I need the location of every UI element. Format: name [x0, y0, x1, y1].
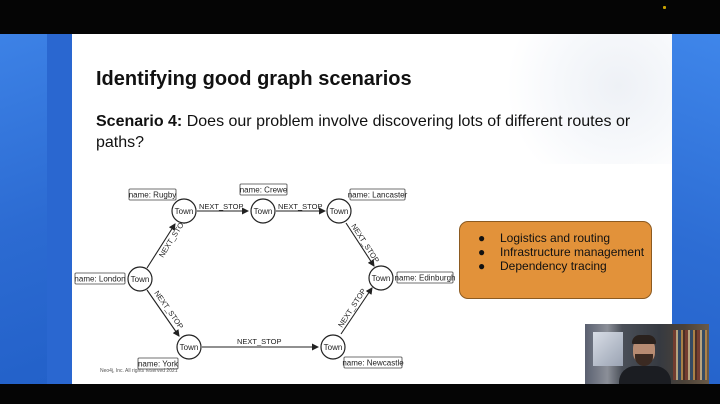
edge-label-crewe-lancaster: NEXT_STOP — [278, 202, 322, 211]
property-label-london: name: London — [74, 273, 125, 284]
edge-label-lancaster-edinburgh: NEXT_STOP — [349, 222, 381, 264]
bullet-icon: ● — [478, 231, 485, 245]
node-rugby: Town — [172, 199, 196, 223]
bottom-black-bar — [0, 384, 720, 404]
presenter-webcam — [585, 324, 709, 384]
node-york: Town — [177, 335, 201, 359]
bullet-icon: ● — [478, 245, 485, 259]
edge-label-newcastle-edinburgh: NEXT_STOP — [336, 287, 368, 329]
node-crewe: Town — [251, 199, 275, 223]
svg-text:name: Newcastle: name: Newcastle — [342, 359, 404, 368]
use-case-callout-box: ●Logistics and routing ●Infrastructure m… — [459, 221, 652, 299]
list-item: ●Infrastructure management — [500, 245, 651, 259]
svg-text:name: Edinburgh: name: Edinburgh — [395, 274, 456, 283]
svg-text:Town: Town — [131, 275, 150, 284]
copyright-caption: Neo4j, Inc. All rights reserved 2021 — [100, 368, 178, 374]
top-black-bar — [0, 0, 720, 34]
use-case-list: ●Logistics and routing ●Infrastructure m… — [460, 222, 651, 273]
property-label-rugby: name: Rugby — [129, 189, 177, 200]
svg-text:name: Lancaster: name: Lancaster — [348, 191, 408, 200]
left-background-panel — [0, 34, 47, 384]
node-lancaster: Town — [327, 199, 351, 223]
svg-text:name: Rugby: name: Rugby — [129, 191, 177, 200]
bullet-icon: ● — [478, 259, 485, 273]
window-indicator-dot — [663, 6, 666, 9]
edge-label-york-newcastle: NEXT_STOP — [237, 337, 281, 346]
svg-text:Town: Town — [324, 343, 343, 352]
property-label-newcastle: name: Newcastle — [342, 357, 404, 368]
edge-label-london-york: NEXT_STOP — [152, 289, 185, 331]
node-edinburgh: Town — [369, 266, 393, 290]
node-newcastle: Town — [321, 335, 345, 359]
svg-text:Town: Town — [330, 207, 349, 216]
svg-text:name: London: name: London — [74, 275, 125, 284]
svg-text:Town: Town — [254, 207, 273, 216]
list-item: ●Logistics and routing — [500, 231, 651, 245]
property-label-edinburgh: name: Edinburgh — [395, 272, 456, 283]
node-london: Town — [128, 267, 152, 291]
property-label-lancaster: name: Lancaster — [348, 189, 408, 200]
svg-text:name: Crewe: name: Crewe — [240, 186, 288, 195]
property-label-crewe: name: Crewe — [240, 184, 288, 195]
route-graph-diagram: NEXT_STOP NEXT_STOP NEXT_STOP NEXT_STOP … — [47, 34, 672, 384]
svg-text:Town: Town — [175, 207, 194, 216]
svg-text:Town: Town — [180, 343, 199, 352]
svg-text:Town: Town — [372, 274, 391, 283]
list-item: ●Dependency tracing — [500, 259, 651, 273]
edge-label-rugby-crewe: NEXT_STOP — [199, 202, 243, 211]
